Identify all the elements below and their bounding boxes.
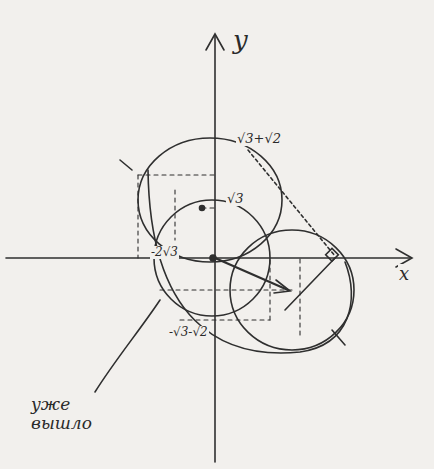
tangent-line [248,150,335,256]
guide [269,258,270,320]
guide [137,175,138,258]
tick-value: -√3-√2 [168,326,209,339]
tick-value: √3 [226,192,245,206]
y-axis [214,36,216,462]
guide [299,258,300,335]
tick [120,160,132,170]
axis-label: y [232,26,249,55]
vector [215,258,288,290]
leader-line [95,300,160,392]
guide [160,289,292,290]
right-angle-mark [326,248,339,261]
vector-head [274,280,290,293]
radius [285,258,335,310]
tick-value: √3+√2 [236,132,282,146]
guide [202,207,215,208]
tick-value: -2√3 [150,246,179,259]
handwritten-note: уже вышло [30,395,102,432]
origin-dot [210,255,216,261]
envelope-curve [148,170,351,353]
axis-label: x [398,264,410,284]
tick [332,330,345,345]
guide [174,190,175,240]
x-axis [6,257,410,259]
guide [180,319,270,320]
guide [138,174,215,175]
axis-arrow [206,34,224,50]
